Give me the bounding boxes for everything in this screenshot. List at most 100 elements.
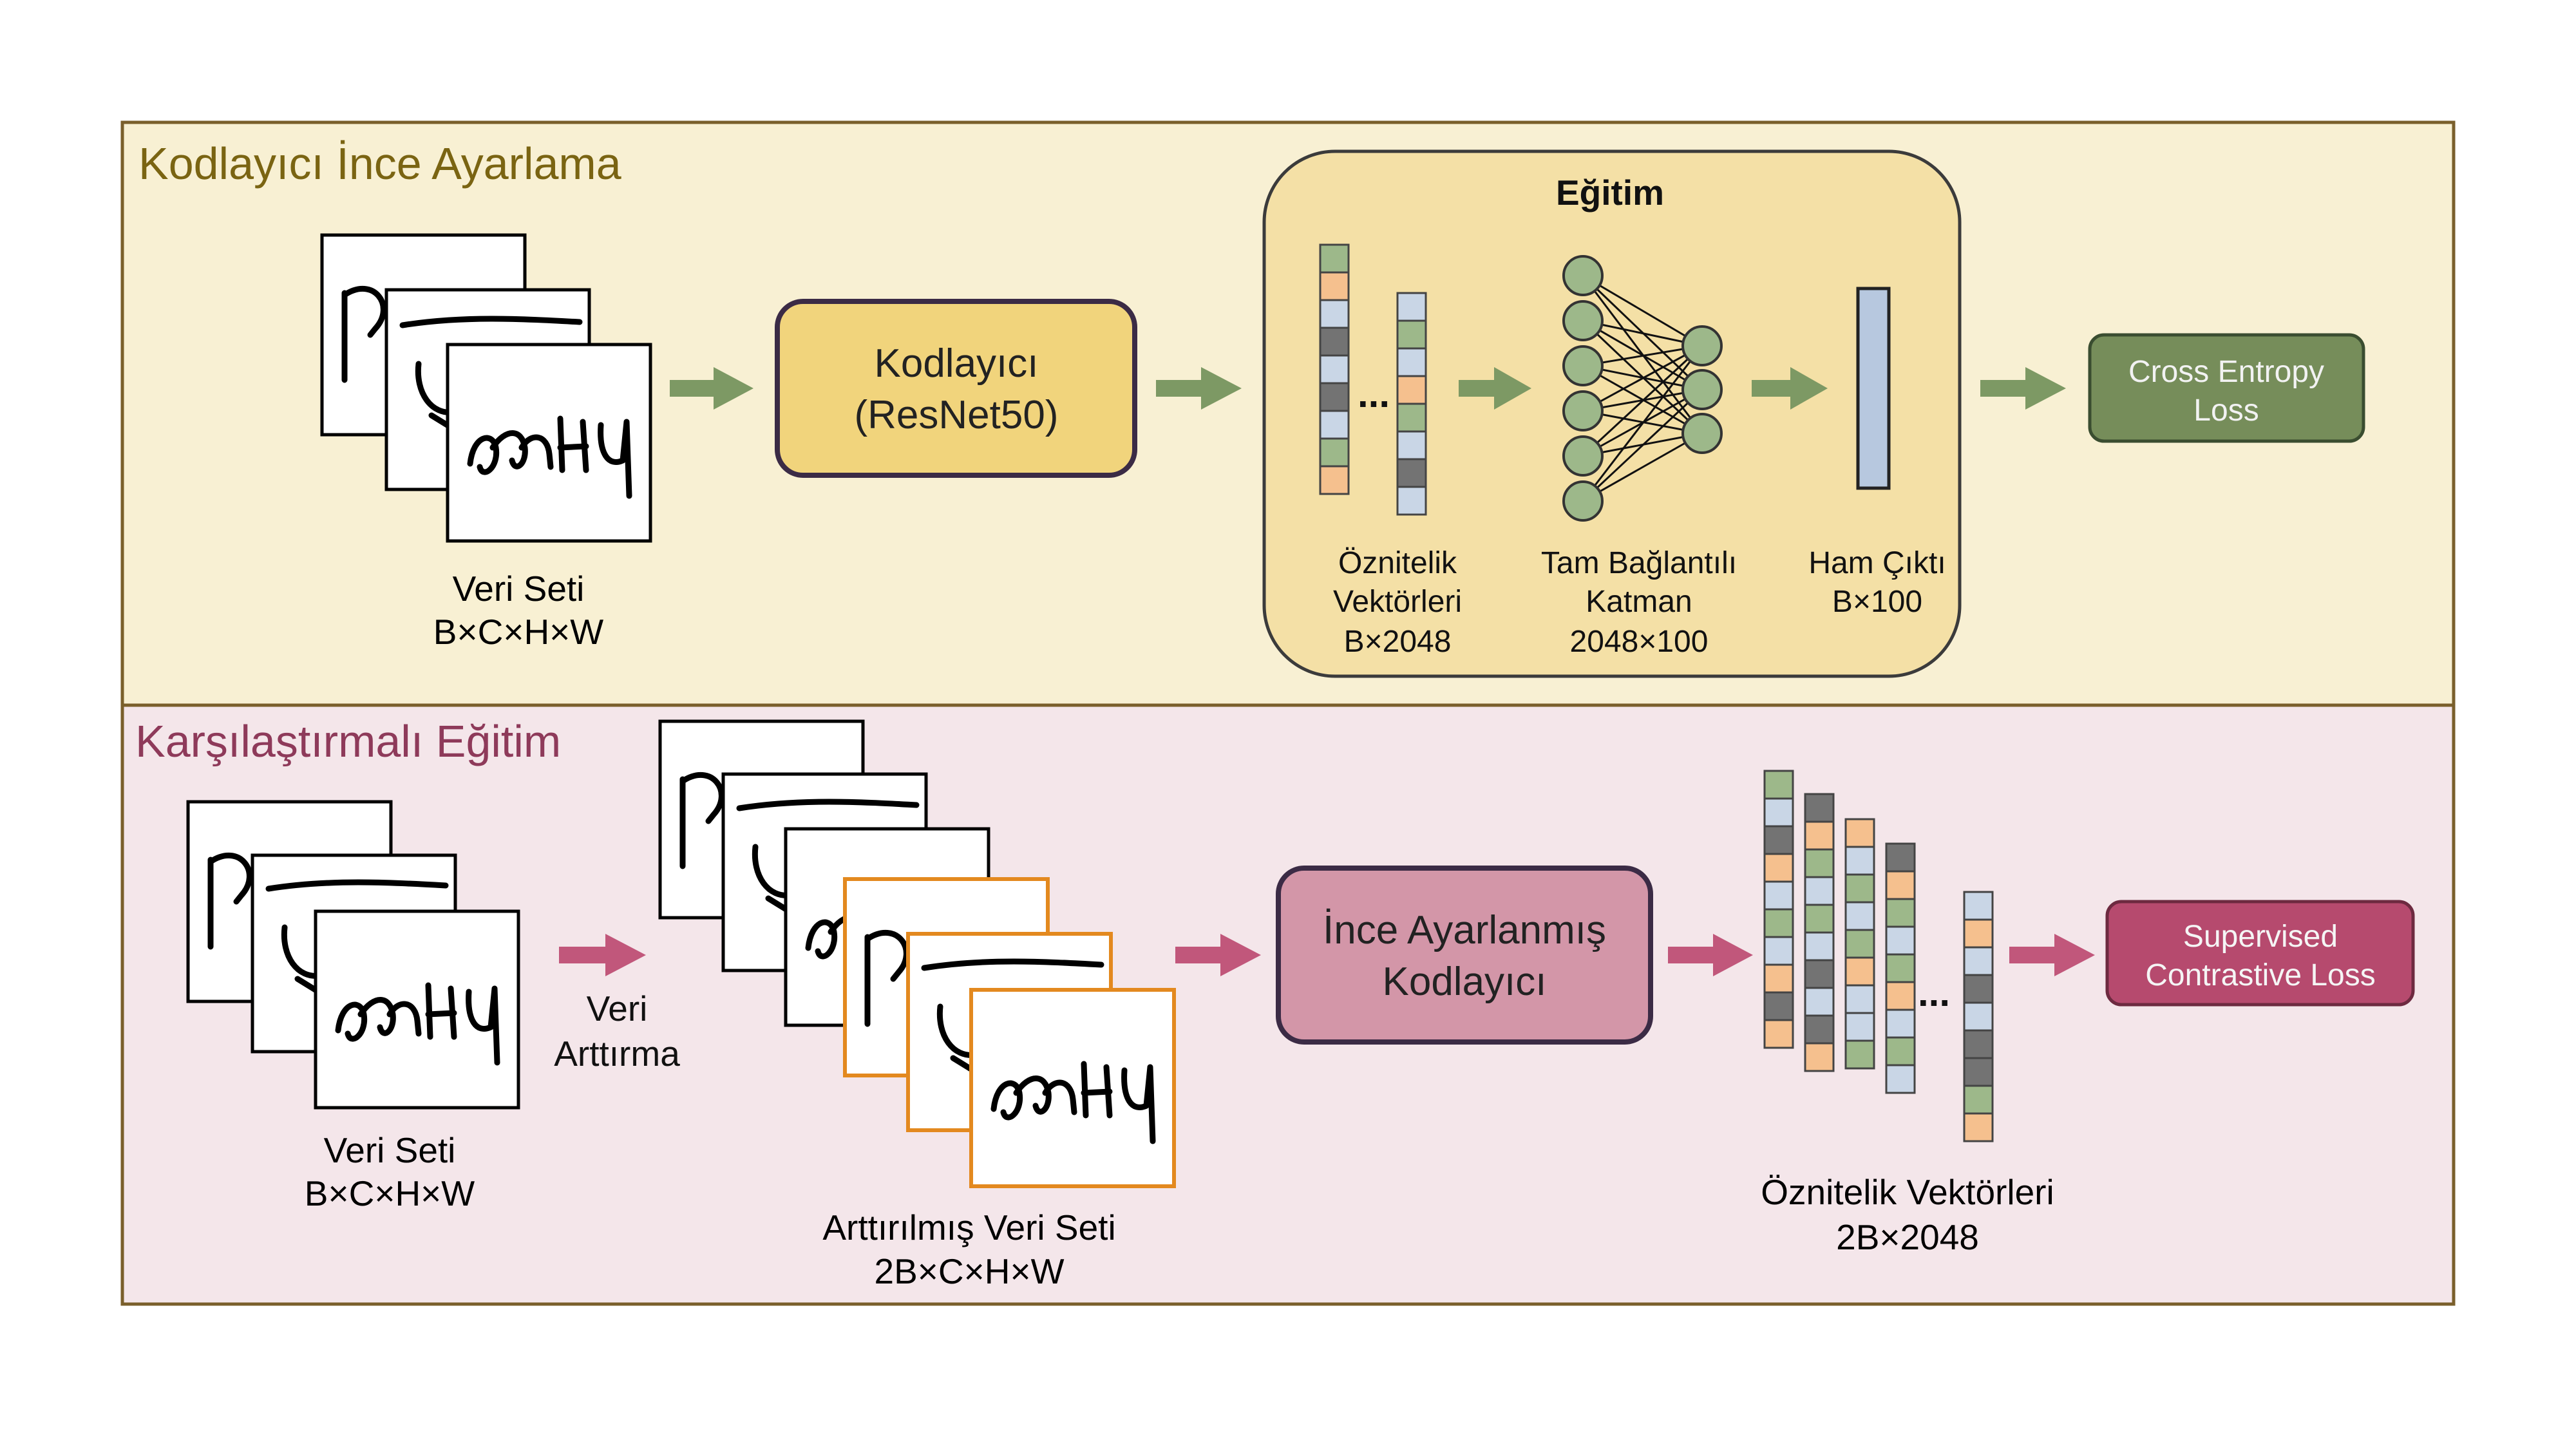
encoder-model-label: (ResNet50) [855,393,1059,437]
feature-vector-cell [1319,327,1350,357]
feature-vector-cell [1396,486,1427,516]
fc-neuron [1562,390,1604,431]
supcon-loss-box [2105,900,2415,1007]
feature-vector-cell [1963,1084,1994,1115]
fc-label-1: Tam Bağlantılı [1541,546,1737,580]
feature-vector-cell [1844,929,1875,959]
fc-neuron [1562,345,1604,386]
top-dataset-label: Veri Seti [453,569,585,609]
fc-network [1562,255,1723,522]
augmentation-label-1: Veri [587,989,648,1028]
fc-connection [1582,345,1703,412]
top-feature-label-1: Öznitelik [1338,546,1457,580]
cross-entropy-loss-box [2088,333,2365,443]
feature-vector-cell [1319,437,1350,468]
feature-vector-cell [1885,1009,1916,1039]
top-panel-title: Kodlayıcı İnce Ayarlama [138,138,621,189]
top-feature-ellipsis: ... [1358,372,1390,415]
bottom-features-label: Öznitelik Vektörleri [1761,1172,2054,1212]
feature-vector-column [1319,243,1350,495]
feature-vector-cell [1804,1042,1835,1072]
feature-vector-cell [1804,876,1835,906]
feature-vector-cell [1963,1001,1994,1032]
augmented-dataset-label: Arttırılmış Veri Seti [822,1208,1115,1247]
feature-vector-column [1396,292,1427,516]
arrow-encoder-to-features [1668,934,1753,976]
finetuned-encoder-label-1: İnce Ayarlanmış [1323,908,1606,952]
feature-vector-cell [1804,931,1835,961]
fc-neuron [1562,480,1604,522]
feature-vector-cell [1844,846,1875,876]
feature-vector-cell [1963,891,1994,921]
supcon-loss-label-2: Contrastive Loss [2145,958,2376,992]
feature-vector-cell [1319,243,1350,274]
bottom-dataset-label: Veri Seti [324,1130,456,1170]
feature-vector-cell [1804,793,1835,823]
feature-vector-cell [1963,918,1994,949]
feature-vector-cell [1763,797,1794,828]
raw-output-shape: B×100 [1832,585,1922,619]
feature-vector-cell [1763,770,1794,800]
top-dataset-stack [320,233,652,543]
feature-vector-cell [1885,953,1916,983]
feature-vector-cell [1763,991,1794,1021]
training-box [1262,149,1962,678]
feature-vector-cell [1319,382,1350,412]
feature-vector-cell [1844,901,1875,931]
feature-vector-cell [1319,465,1350,495]
encoder-box [775,299,1137,478]
arrow-features-to-fc [1459,367,1531,410]
feature-vector-cell [1844,818,1875,848]
arrow-encoder-to-training [1156,367,1242,410]
feature-vector-cell [1963,974,1994,1004]
bottom-dataset-stack [186,800,520,1110]
fc-neuron [1562,435,1604,477]
feature-vector-cell [1763,853,1794,883]
bottom-features-shape: 2B×2048 [1836,1217,1979,1257]
fc-neuron [1681,369,1723,410]
augmented-dataset-stack [658,719,1176,1188]
feature-vector-cell [1763,908,1794,938]
feature-vector-cell [1885,925,1916,956]
feature-vector-cell [1319,271,1350,301]
augmented-dataset-shape: 2B×C×H×W [875,1251,1065,1291]
encoder-label: Kodlayıcı [874,341,1038,386]
arrow-augmented-to-encoder [1175,934,1261,976]
feature-vector-cell [1396,319,1427,350]
feature-vector-cell [1319,354,1350,384]
feature-vector-cell [1844,956,1875,987]
feature-vector-cell [1885,842,1916,873]
feature-vector-cell [1963,1112,1994,1142]
feature-vector-cell [1804,904,1835,934]
feature-vector-cell [1763,963,1794,994]
fc-label-2: Katman [1586,585,1692,619]
raw-output-bar [1856,287,1891,490]
top-feature-shape: B×2048 [1344,625,1452,659]
fc-connection [1582,274,1703,347]
feature-vector-cell [1844,873,1875,904]
feature-vector-cell [1396,402,1427,433]
fc-connection [1582,345,1703,457]
finetuned-encoder-label-2: Kodlayıcı [1382,960,1546,1004]
fc-neuron [1562,300,1604,341]
feature-vector-cell [1885,870,1916,900]
feature-vector-cell [1844,1012,1875,1042]
feature-vector-cell [1963,1057,1994,1087]
fc-neuron [1681,325,1723,366]
finetuned-encoder-box [1276,866,1653,1045]
feature-vector-cell [1804,959,1835,989]
feature-vector-cell [1804,987,1835,1017]
feature-vector-cell [1885,1064,1916,1094]
ce-loss-label-2: Loss [2193,393,2259,428]
feature-vector-cell [1319,410,1350,440]
feature-vector-cell [1963,946,1994,976]
fc-neuron [1562,255,1604,296]
arrow-training-to-ce-loss [1980,367,2066,410]
feature-vector-cell [1763,1019,1794,1049]
training-title: Eğitim [1556,173,1664,213]
top-feature-label-2: Vektörleri [1333,585,1462,619]
arrow-dataset-to-augmentation [559,934,646,976]
feature-vector-cell [1763,880,1794,911]
feature-vector-cell [1396,375,1427,405]
